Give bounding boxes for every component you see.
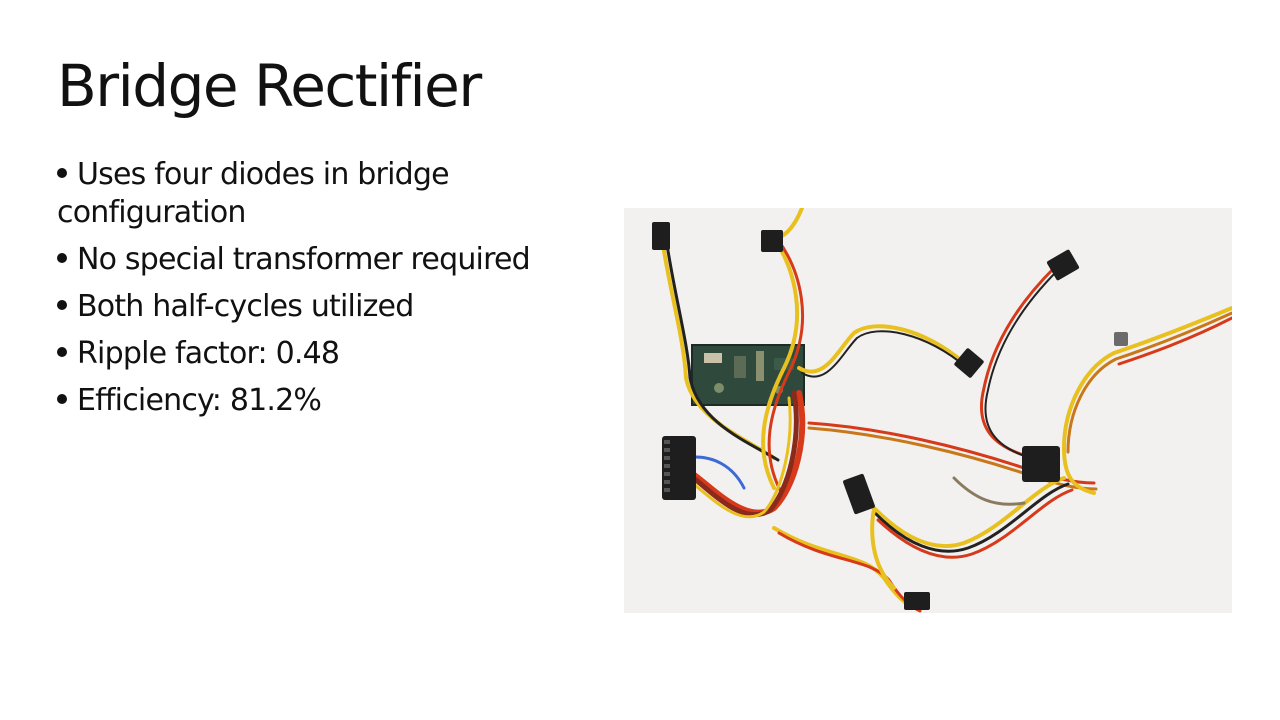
bullet-item: Uses four diodes in bridge configuration: [57, 156, 577, 232]
power-supply-cables-photo: [624, 208, 1232, 613]
bullet-text: Both half-cycles utilized: [77, 289, 414, 324]
bullet-dot-icon: [57, 299, 67, 310]
bullet-dot-icon: [57, 167, 67, 178]
slide-title: Bridge Rectifier: [57, 52, 482, 120]
bullet-text: Efficiency: 81.2%: [77, 383, 322, 418]
bullet-item: Efficiency: 81.2%: [57, 382, 577, 420]
bullet-item: Both half-cycles utilized: [57, 288, 577, 326]
bullet-list: Uses four diodes in bridge configuration…: [57, 156, 577, 429]
connectors: [652, 222, 1128, 610]
bullet-item: No special transformer required: [57, 241, 577, 279]
bullet-text: Ripple factor: 0.48: [77, 336, 340, 371]
bullet-text: Uses four diodes in bridge configuration: [57, 157, 450, 230]
pin-row: [664, 440, 670, 492]
cables-illustration: [624, 208, 1232, 613]
bullet-dot-icon: [57, 252, 67, 263]
bullet-dot-icon: [57, 393, 67, 404]
bullet-text: No special transformer required: [77, 242, 531, 277]
bullet-item: Ripple factor: 0.48: [57, 335, 577, 373]
circuit-board: [691, 344, 805, 406]
bullet-dot-icon: [57, 346, 67, 357]
